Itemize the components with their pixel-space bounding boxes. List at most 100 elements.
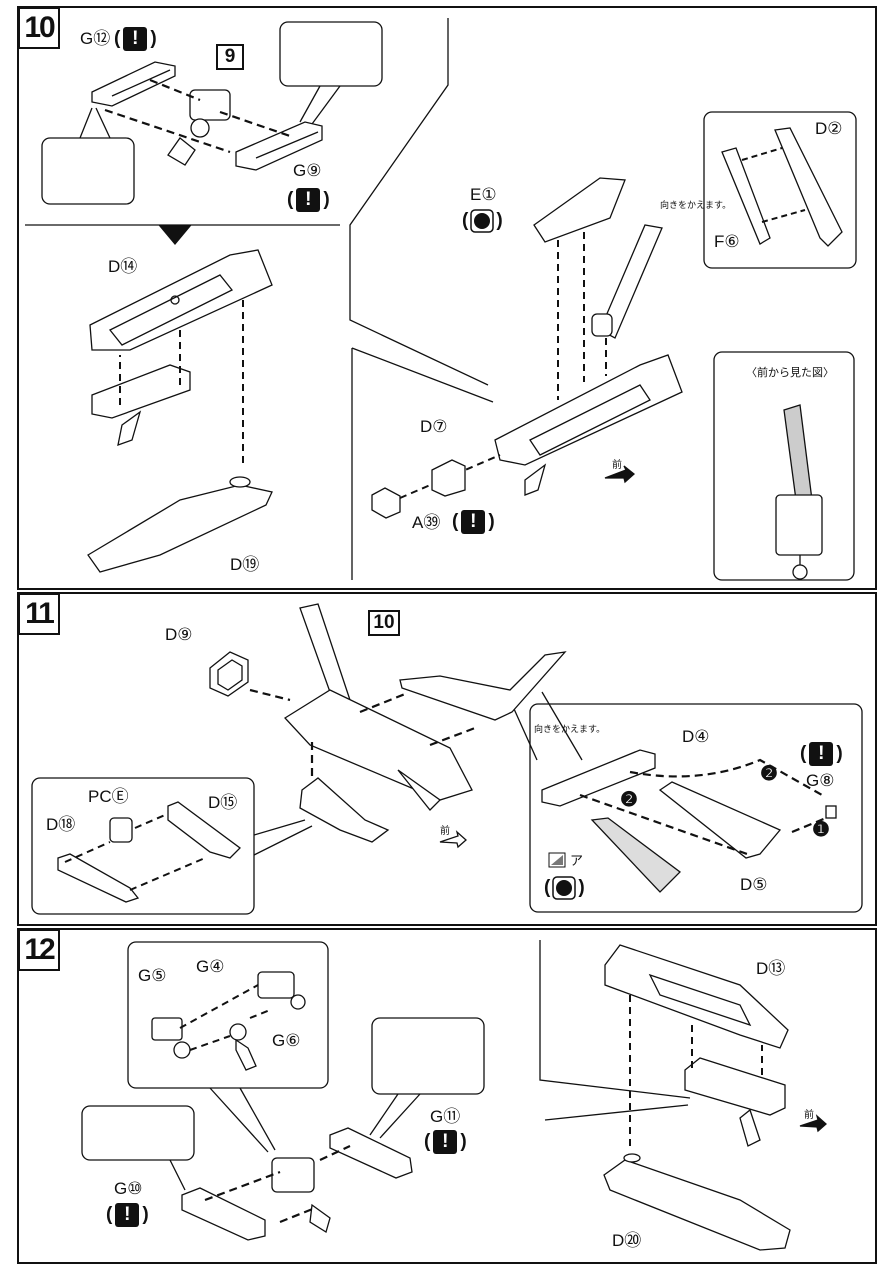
turn-around-note: 向きをかえます。 <box>660 200 732 210</box>
part-label-d4: D④ <box>682 727 710 746</box>
front-arrow-icon <box>799 1114 827 1133</box>
part-label-d14: D⑭ <box>108 257 138 276</box>
part-f6 <box>721 147 771 245</box>
part-d13 <box>604 944 789 1049</box>
paint-mark: () <box>462 209 503 233</box>
part-label-a39: A㊴ <box>412 513 441 532</box>
part-label-g12: G⑫ <box>80 29 111 48</box>
part-label-f6: F⑥ <box>714 232 740 251</box>
part-f6-d2-fin <box>591 224 663 339</box>
warning-mark: (!) <box>800 742 843 766</box>
front-label: 前 <box>440 826 450 837</box>
part-wing <box>399 651 567 721</box>
warning-mark: (!) <box>287 188 330 212</box>
detail-box-d2 <box>703 111 857 269</box>
part-label-d2: D② <box>815 119 843 138</box>
paint-mark: () <box>544 876 585 900</box>
step-number-10: 10 <box>18 7 60 49</box>
warning-icon: ! <box>809 742 834 766</box>
part-label-d18: D⑱ <box>46 815 76 834</box>
part-label-g10: G⑩ <box>114 1179 143 1198</box>
ref-step-10: 10 <box>368 610 400 636</box>
part-label-g6: G⑥ <box>272 1031 301 1050</box>
part-g8 <box>825 805 837 819</box>
warning-icon: ! <box>123 27 148 51</box>
dashed-arrows-11a <box>249 688 476 776</box>
part-g6 <box>229 1023 257 1071</box>
paint-black-icon <box>552 876 577 900</box>
warning-mark: (!) <box>452 510 495 534</box>
part-joint-12 <box>271 1157 331 1234</box>
part-d18 <box>57 853 140 903</box>
front-view-figure <box>775 404 823 580</box>
warning-mark: (!) <box>106 1203 149 1227</box>
part-g9 <box>235 121 323 171</box>
part-label-g11: G⑪ <box>430 1107 461 1126</box>
part-label-d5: D⑤ <box>740 875 768 894</box>
part-d14 <box>89 249 273 351</box>
part-d5 <box>658 781 782 859</box>
part-d15 <box>167 801 241 859</box>
part-d19 <box>87 476 273 573</box>
detail-box-d15 <box>31 777 255 915</box>
warning-mark: (!) <box>424 1130 467 1154</box>
step-11-frame <box>17 592 877 926</box>
part-label-d9: D⑨ <box>165 625 193 644</box>
part-label-pc-e: PCⒺ <box>88 787 129 806</box>
part-a-sticker <box>590 817 681 893</box>
front-label: 前 <box>804 1110 814 1121</box>
step-number-12: 12 <box>18 929 60 971</box>
dashed-arrows-d2 <box>741 147 806 223</box>
order-mark-1: ❶ <box>812 819 830 841</box>
detail-box-g12 <box>41 137 135 205</box>
part-label-g9: G⑨ <box>293 161 322 180</box>
part-pc-e <box>109 817 133 843</box>
part-g4 <box>257 971 306 1010</box>
sticker-label: ア <box>570 853 584 868</box>
step-number-11: 11 <box>18 593 60 635</box>
detail-box-g9 <box>279 21 383 87</box>
front-arrow-icon <box>604 465 636 484</box>
part-d20 <box>603 1153 791 1251</box>
step-10-frame <box>17 6 877 590</box>
part-a39 <box>371 487 401 519</box>
detail-box-d4 <box>529 703 863 913</box>
part-label-d15: D⑮ <box>208 793 238 812</box>
warning-icon: ! <box>433 1130 458 1154</box>
part-frame-12 <box>684 1057 786 1147</box>
part-frame-10 <box>91 364 191 446</box>
part-g10 <box>181 1187 266 1241</box>
part-g12 <box>91 61 176 107</box>
part-d4 <box>541 749 656 807</box>
part-10-assembly <box>283 603 473 811</box>
part-d7 <box>431 459 466 497</box>
warning-icon: ! <box>461 510 486 534</box>
part-label-e1: E① <box>470 185 497 204</box>
part-label-g4: G④ <box>196 957 225 976</box>
dashed-arrows-11c <box>579 758 827 857</box>
step-12-frame <box>17 928 877 1264</box>
part-g5 <box>151 1017 191 1059</box>
detail-box-g10 <box>81 1105 195 1161</box>
front-view-title: 〈前から見た図〉 <box>746 367 834 379</box>
sticker-icon <box>548 852 568 875</box>
part-leg <box>299 777 390 843</box>
step-down-arrow-icon <box>158 225 192 246</box>
part-d2 <box>774 127 843 247</box>
paint-black-icon <box>470 209 495 233</box>
order-mark-2: ❷ <box>760 763 778 785</box>
part-label-d20: D⑳ <box>612 1231 642 1250</box>
warning-icon: ! <box>296 188 321 212</box>
part-label-d13: D⑬ <box>756 959 786 978</box>
part-label-d7: D⑦ <box>420 417 448 436</box>
ref-step-9: 9 <box>216 44 244 70</box>
front-label: 前 <box>612 460 622 471</box>
part-main-body-10 <box>494 354 683 496</box>
warning-mark: (!) <box>114 27 157 51</box>
front-view-box <box>713 351 855 581</box>
part-9-joint <box>167 89 231 166</box>
front-arrow-icon <box>439 830 467 849</box>
turn-around-note: 向きをかえます。 <box>534 724 606 734</box>
